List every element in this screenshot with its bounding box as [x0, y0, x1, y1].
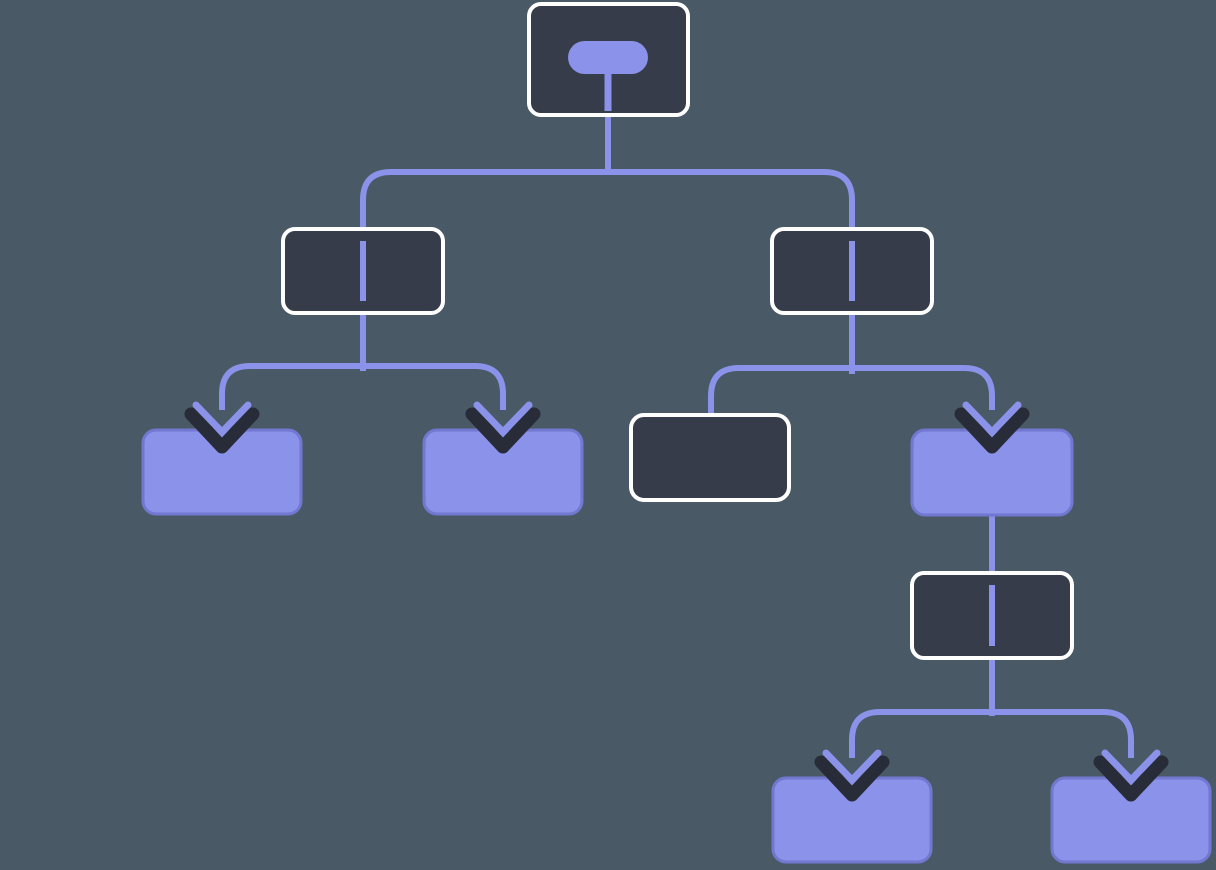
chevron-drop-icon: [465, 401, 541, 454]
edge-branch-right-to-children: [708, 365, 995, 415]
node-dark-leaf: [629, 413, 791, 502]
arrow-badges-layer: [184, 401, 1169, 802]
chevron-drop-icon: [954, 401, 1030, 454]
edge-root-to-branches: [360, 169, 855, 229]
node-branch-left: [281, 227, 445, 315]
chevron-dark-icon: [465, 407, 541, 454]
chevron-dark-icon: [814, 755, 890, 802]
arrowhead-icon: [192, 401, 252, 436]
arrowhead-icon: [1101, 749, 1161, 784]
arrowhead-icon: [822, 749, 882, 784]
chevron-dark-icon: [954, 407, 1030, 454]
edge-branch-bottom-to-leaves: [849, 709, 1134, 758]
edge-branch-left-to-leaves: [219, 363, 506, 410]
arrowhead-icon: [962, 401, 1022, 436]
vertical-line-icon: [360, 241, 366, 301]
chevron-drop-icon: [1093, 749, 1169, 802]
vertical-line-icon: [849, 241, 855, 301]
pill-root-icon-stem: [604, 70, 612, 111]
pill-root-icon: [568, 41, 648, 74]
node-root: [527, 2, 690, 117]
node-branch-right: [770, 227, 934, 315]
edges-layer: [219, 117, 1134, 758]
chevron-dark-icon: [184, 407, 260, 454]
arrowhead-icon: [473, 401, 533, 436]
node-branch-bottom: [910, 571, 1074, 660]
nodes-layer: [141, 2, 1212, 864]
chevron-drop-icon: [814, 749, 890, 802]
chevron-drop-icon: [184, 401, 260, 454]
vertical-line-icon: [989, 585, 995, 646]
chevron-dark-icon: [1093, 755, 1169, 802]
